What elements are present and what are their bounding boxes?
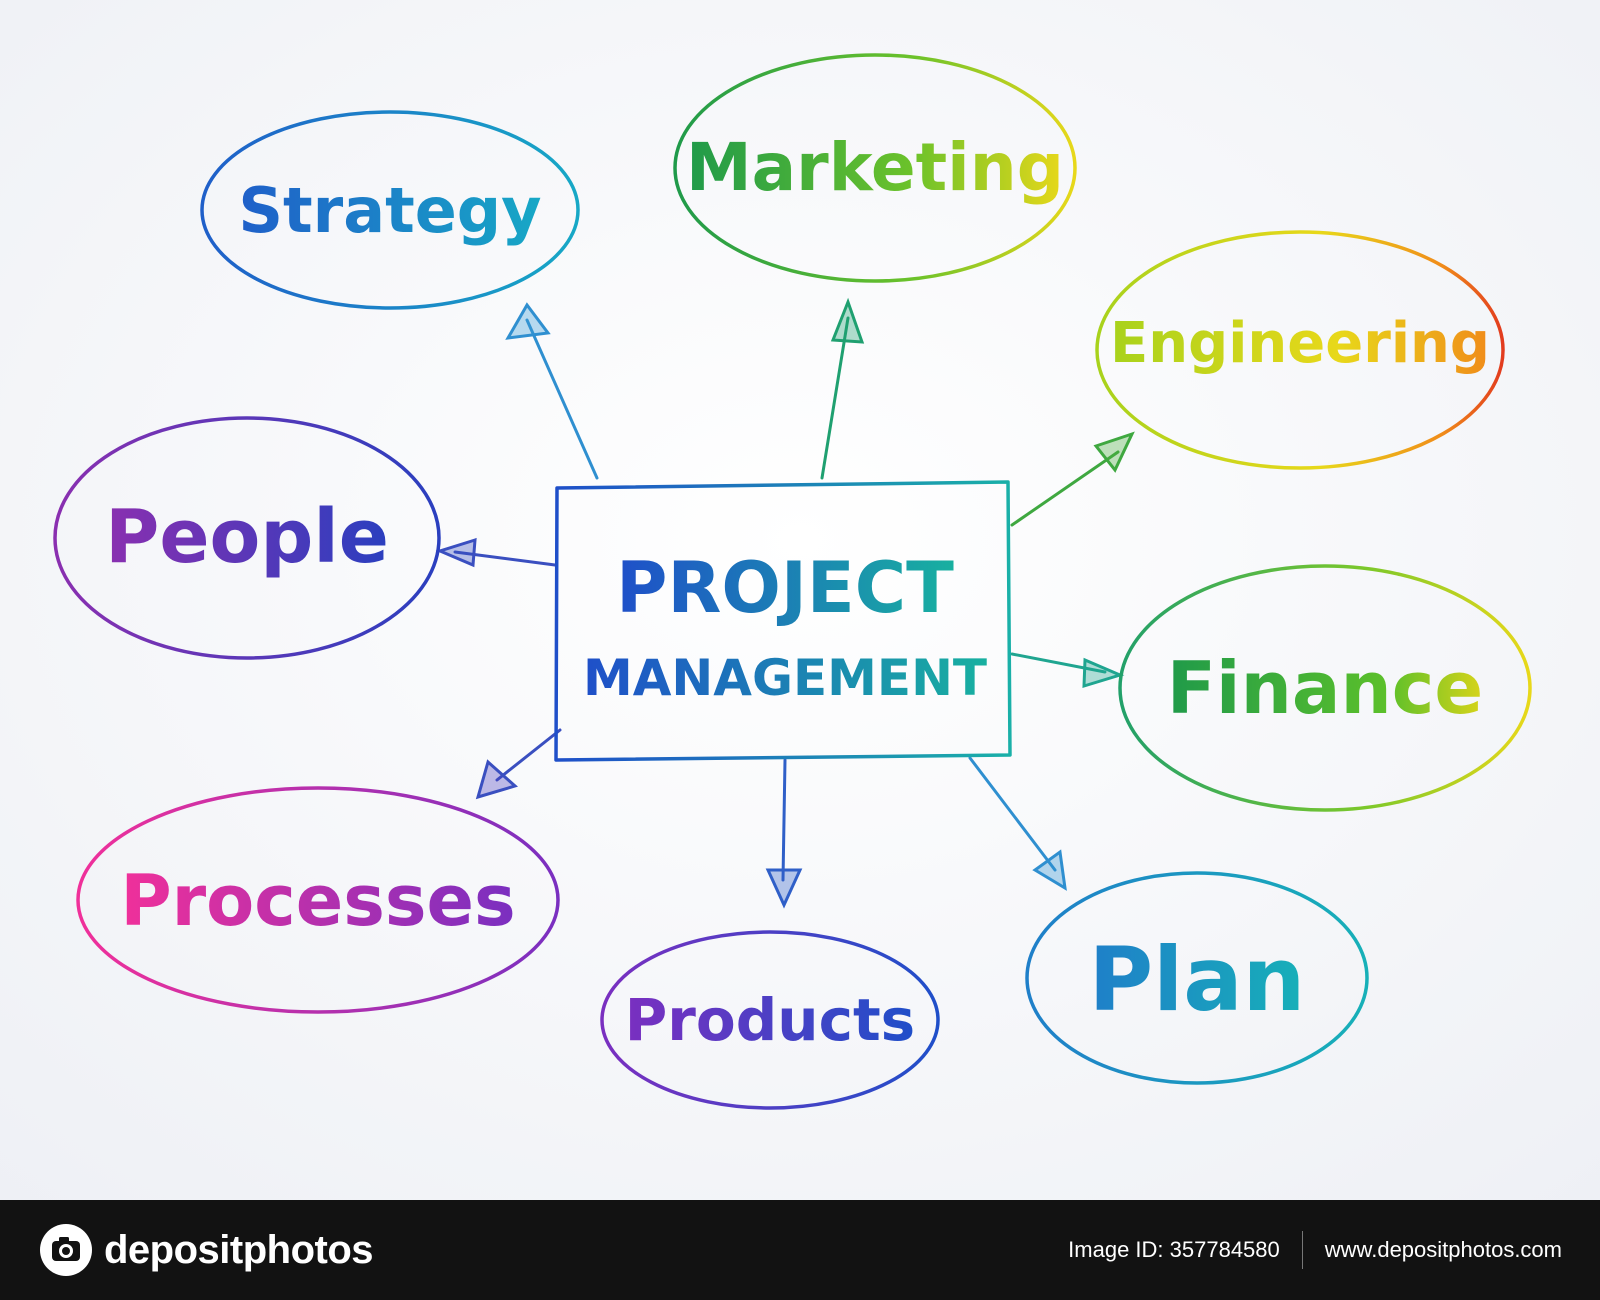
image-id: Image ID: 357784580 [1068, 1237, 1280, 1262]
footer-info: Image ID: 357784580 www.depositphotos.co… [1068, 1220, 1562, 1280]
processes-oval [76, 786, 560, 1014]
connector-people [435, 537, 557, 568]
site-url[interactable]: www.depositphotos.com [1324, 1237, 1562, 1262]
finance-oval [1118, 564, 1532, 812]
plan-oval [1025, 871, 1369, 1085]
node-engineering: Engineering [1095, 230, 1505, 470]
connector-products [765, 758, 803, 909]
connector-finance [1010, 652, 1125, 689]
products-label: Products [625, 986, 915, 1054]
node-people: People [53, 416, 441, 660]
strategy-label: Strategy [238, 174, 541, 247]
connector-marketing [820, 297, 865, 480]
connector-strategy [505, 302, 599, 480]
footer-logo[interactable]: depositphotos [38, 1220, 374, 1280]
connector-processes [475, 728, 562, 800]
background [0, 0, 1600, 1200]
engineering-label: Engineering [1110, 311, 1490, 376]
logo-wordmark: depositphotos [104, 1227, 374, 1272]
plan-label: Plan [1089, 928, 1306, 1031]
node-marketing: Marketing [673, 53, 1077, 283]
center-node: PROJECT MANAGEMENT [554, 480, 1012, 762]
footer-divider [1301, 1231, 1303, 1269]
center-title-line1: PROJECT [616, 547, 954, 629]
people-label: People [105, 494, 389, 580]
center-title-line2: MANAGEMENT [583, 649, 987, 707]
node-plan: Plan [1025, 871, 1369, 1085]
connector-engineering [1010, 431, 1135, 527]
connector-plan [968, 756, 1067, 891]
footer-bar: depositphotos Image ID: 357784580 www.de… [0, 1200, 1600, 1300]
people-oval [53, 416, 441, 660]
node-strategy: Strategy [200, 110, 580, 310]
processes-label: Processes [120, 860, 515, 942]
products-oval [600, 930, 940, 1110]
node-processes: Processes [76, 786, 560, 1014]
finance-label: Finance [1167, 646, 1483, 730]
marketing-oval [673, 53, 1077, 283]
center-box [554, 480, 1012, 762]
engineering-oval [1095, 230, 1505, 470]
marketing-label: Marketing [686, 129, 1064, 206]
node-finance: Finance [1118, 564, 1532, 812]
mind-map-svg: PROJECT MANAGEMENT Strategy Marketing En… [0, 0, 1600, 1200]
strategy-oval [200, 110, 580, 310]
camera-icon [40, 1224, 92, 1276]
node-products: Products [600, 930, 940, 1110]
